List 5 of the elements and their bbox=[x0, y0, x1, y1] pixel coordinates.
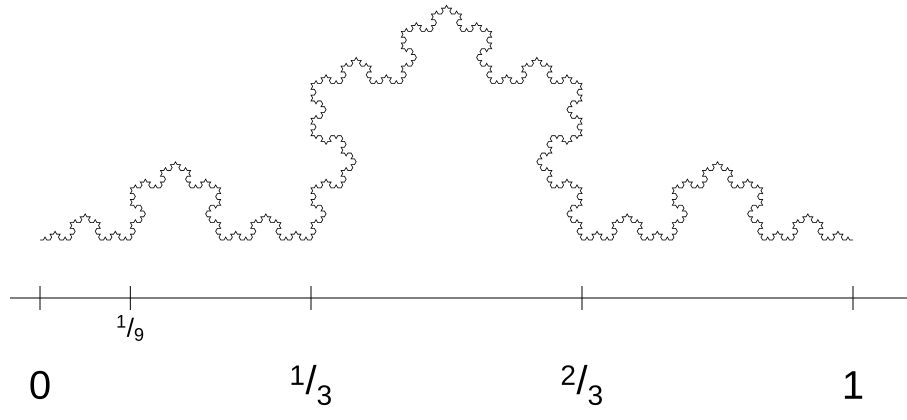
tick-label: $^{2}$/$_{3}$ bbox=[562, 364, 602, 406]
tick-label: $^{1}$/$_{9}$ bbox=[118, 315, 144, 341]
tick-label: 1 bbox=[844, 371, 862, 399]
tick-label: $^{1}$/$_{3}$ bbox=[292, 364, 331, 406]
tick-label: 0 bbox=[30, 370, 50, 400]
